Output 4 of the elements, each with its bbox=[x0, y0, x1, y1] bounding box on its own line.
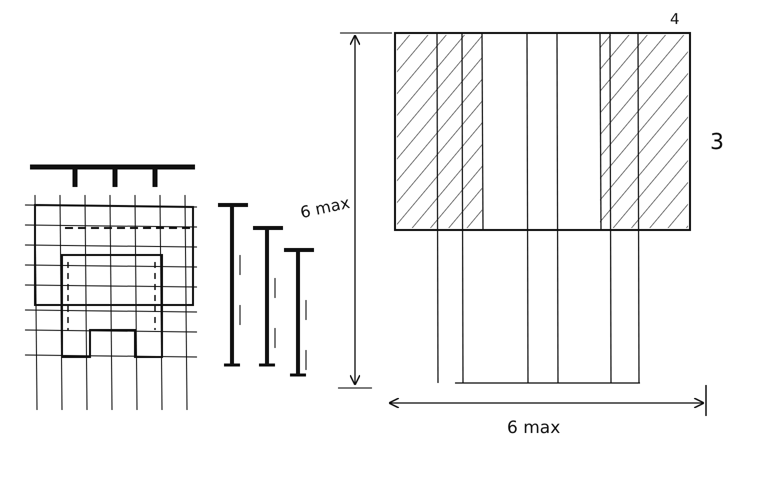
dimension-label: 4 bbox=[670, 12, 680, 27]
dimension-label: 6 max bbox=[298, 194, 352, 222]
dimension-label: 6 max bbox=[507, 420, 560, 437]
dimension-label: 3 bbox=[710, 132, 724, 154]
